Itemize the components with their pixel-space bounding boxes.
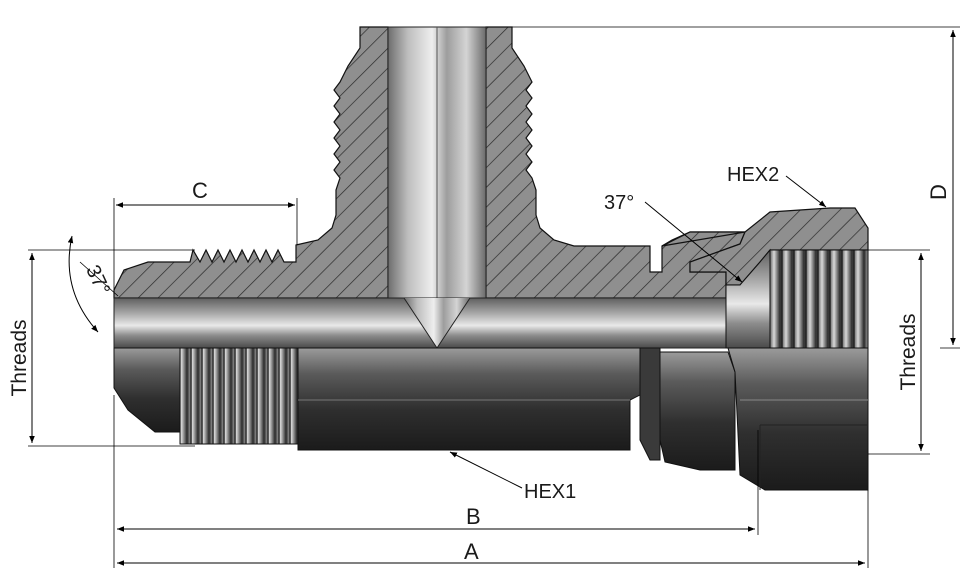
- label-d: D: [926, 184, 951, 200]
- dimensions: [28, 26, 960, 568]
- label-hex1: HEX1: [524, 481, 576, 503]
- label-threads-right: Threads: [897, 313, 920, 390]
- right-nut-threads: [725, 248, 869, 349]
- label-threads-left: Threads: [8, 319, 31, 396]
- label-hex2: HEX2: [727, 164, 779, 186]
- label-a: A: [464, 539, 479, 564]
- lower-body: [113, 347, 869, 491]
- section-body: [113, 26, 869, 299]
- label-c: C: [192, 178, 208, 203]
- label-b: B: [466, 504, 481, 529]
- label-angle-right: 37°: [604, 192, 634, 214]
